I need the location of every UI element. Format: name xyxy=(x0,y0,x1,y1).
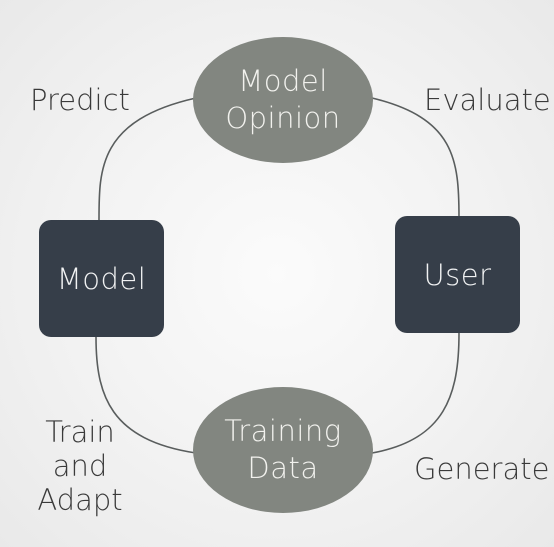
model-label: Model xyxy=(56,261,147,296)
model-opinion-node: Model Opinion xyxy=(193,37,373,163)
edge-generate xyxy=(371,332,460,454)
edge-label-train-and-adapt: Train and Adapt xyxy=(30,415,130,517)
train-and-adapt-line3: Adapt xyxy=(37,483,123,517)
user-node: User xyxy=(395,216,520,333)
edge-label-evaluate: Evaluate xyxy=(424,83,551,117)
train-and-adapt-line2: and xyxy=(52,449,108,483)
edge-train-and-adapt xyxy=(95,336,197,454)
edge-label-generate: Generate xyxy=(414,452,550,486)
train-and-adapt-line1: Train xyxy=(45,415,115,449)
edge-label-predict: Predict xyxy=(30,83,130,117)
training-data-label-line1: Training xyxy=(224,414,342,448)
edge-evaluate xyxy=(371,97,460,219)
training-data-label-line2: Data xyxy=(247,451,319,485)
edge-predict xyxy=(98,97,197,222)
training-data-node: Training Data xyxy=(193,387,373,513)
model-opinion-label-line2: Opinion xyxy=(225,101,341,135)
model-opinion-label-line1: Model xyxy=(238,64,328,98)
model-node: Model xyxy=(39,220,164,337)
user-label: User xyxy=(423,257,492,292)
